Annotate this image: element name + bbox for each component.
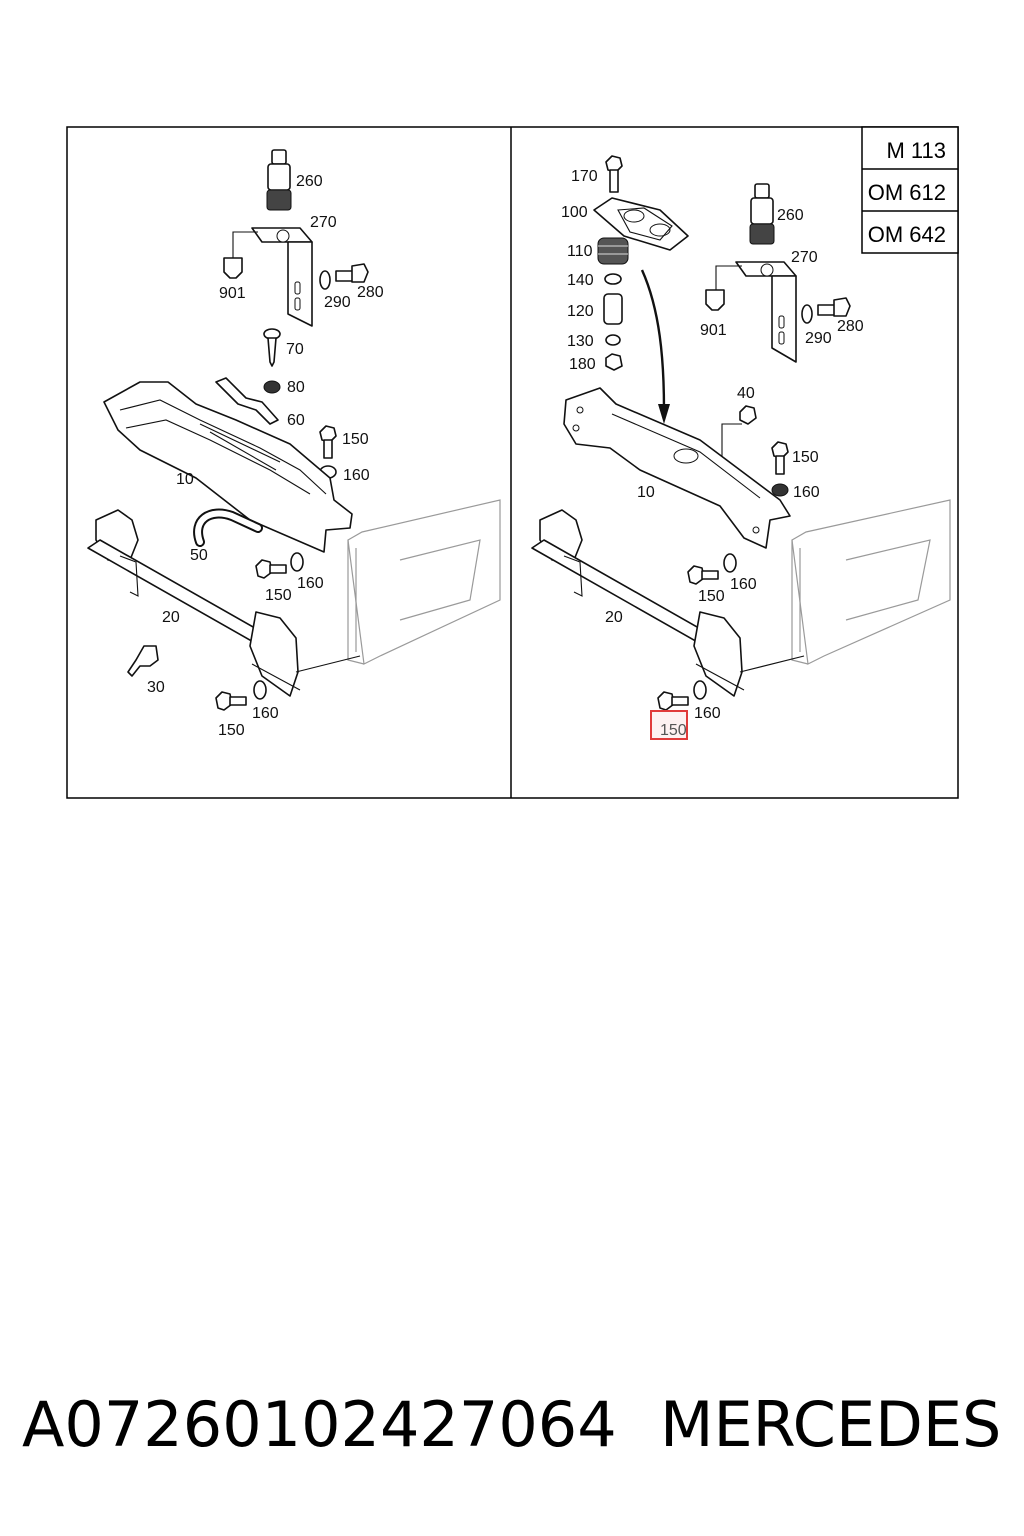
cross-member-part bbox=[103, 381, 353, 553]
sleeve-part bbox=[603, 293, 623, 325]
callout-160: 160 bbox=[793, 484, 820, 501]
bolt-part bbox=[215, 691, 247, 711]
assembly-arrow bbox=[640, 269, 670, 424]
callout-10: 10 bbox=[637, 484, 655, 501]
washer-part bbox=[605, 334, 621, 346]
washer-part bbox=[723, 553, 737, 573]
washer-part bbox=[604, 273, 622, 285]
callout-160: 160 bbox=[730, 576, 757, 593]
striker-pin-part bbox=[749, 183, 775, 245]
bolt-part bbox=[687, 565, 719, 585]
left-panel: 260 270 901 290 280 70 80 60 150 160 10 … bbox=[87, 149, 501, 739]
washer-part bbox=[263, 380, 281, 394]
callout-20: 20 bbox=[162, 609, 180, 626]
callout-901: 901 bbox=[219, 285, 246, 302]
nut-part bbox=[605, 353, 623, 371]
engine-variant-3: OM 642 bbox=[868, 222, 946, 247]
striker-pin-part bbox=[266, 149, 292, 211]
callout-150: 150 bbox=[218, 722, 245, 739]
lower-cross-member-part bbox=[87, 509, 301, 697]
rubber-mount-part bbox=[597, 237, 629, 265]
callout-160: 160 bbox=[297, 575, 324, 592]
callout-160: 160 bbox=[343, 467, 370, 484]
lower-cross-member-part bbox=[531, 509, 745, 697]
callout-170: 170 bbox=[571, 168, 598, 185]
callout-260: 260 bbox=[296, 173, 323, 190]
callout-80: 80 bbox=[287, 379, 305, 396]
mount-plate-part bbox=[593, 197, 689, 251]
callout-30: 30 bbox=[147, 679, 165, 696]
callout-150: 150 bbox=[792, 449, 819, 466]
callout-150: 150 bbox=[265, 587, 292, 604]
cross-member-part bbox=[563, 387, 791, 549]
washer-part bbox=[771, 483, 789, 497]
callout-130: 130 bbox=[567, 333, 594, 350]
screw-part bbox=[263, 328, 281, 367]
callout-260: 260 bbox=[777, 207, 804, 224]
callout-10: 10 bbox=[176, 471, 194, 488]
callout-120: 120 bbox=[567, 303, 594, 320]
callout-180: 180 bbox=[569, 356, 596, 373]
washer-bolt-part bbox=[319, 263, 369, 290]
callout-160: 160 bbox=[694, 705, 721, 722]
leader-line bbox=[295, 655, 361, 673]
washer-part bbox=[253, 680, 267, 700]
diagram-frame bbox=[66, 126, 959, 799]
highlight-box bbox=[650, 710, 688, 740]
callout-270: 270 bbox=[310, 214, 337, 231]
callout-150: 150 bbox=[698, 588, 725, 605]
radiator-outline bbox=[791, 499, 951, 665]
leader-line bbox=[739, 655, 805, 673]
bolt-part bbox=[319, 425, 337, 459]
washer-part bbox=[693, 680, 707, 700]
engine-variant-table: M 113 OM 612 OM 642 bbox=[861, 126, 959, 254]
brand-name: MERCEDES bbox=[660, 1388, 1002, 1461]
cable-bracket-part bbox=[215, 377, 279, 425]
callout-150-highlighted[interactable]: 150 bbox=[660, 722, 687, 739]
callout-60: 60 bbox=[287, 412, 305, 429]
callout-280: 280 bbox=[837, 318, 864, 335]
footer: A07260102427064 MERCEDES bbox=[0, 1380, 1024, 1470]
part-number: A07260102427064 bbox=[22, 1388, 617, 1461]
bracket-part bbox=[251, 227, 313, 327]
callout-50: 50 bbox=[190, 547, 208, 564]
clip-part bbox=[223, 231, 258, 279]
bracket-part bbox=[735, 261, 797, 363]
washer-bolt-part bbox=[801, 297, 851, 324]
bolt-part bbox=[771, 441, 789, 475]
callout-140: 140 bbox=[567, 272, 594, 289]
nut-part bbox=[739, 405, 757, 425]
engine-variant-2: OM 612 bbox=[868, 180, 946, 205]
callout-290: 290 bbox=[805, 330, 832, 347]
callout-20: 20 bbox=[605, 609, 623, 626]
exploded-parts-diagram: M 113 OM 612 OM 642 bbox=[66, 126, 959, 799]
bolt-part bbox=[657, 691, 689, 711]
callout-290: 290 bbox=[324, 294, 351, 311]
clip-part bbox=[705, 265, 742, 311]
callout-70: 70 bbox=[286, 341, 304, 358]
right-panel: 170 100 110 140 120 130 180 260 270 901 … bbox=[531, 155, 951, 740]
washer-part bbox=[290, 552, 304, 572]
callout-270: 270 bbox=[791, 249, 818, 266]
bolt-part bbox=[605, 155, 623, 193]
callout-901: 901 bbox=[700, 322, 727, 339]
small-bracket-part bbox=[127, 645, 159, 677]
callout-160: 160 bbox=[252, 705, 279, 722]
callout-40: 40 bbox=[737, 385, 755, 402]
leader-line bbox=[721, 423, 742, 462]
engine-variant-1: M 113 bbox=[886, 138, 946, 163]
callout-110: 110 bbox=[567, 243, 593, 260]
radiator-outline bbox=[347, 499, 501, 665]
callout-150: 150 bbox=[342, 431, 369, 448]
callout-280: 280 bbox=[357, 284, 384, 301]
callout-100: 100 bbox=[561, 204, 588, 221]
bolt-part bbox=[255, 559, 287, 579]
